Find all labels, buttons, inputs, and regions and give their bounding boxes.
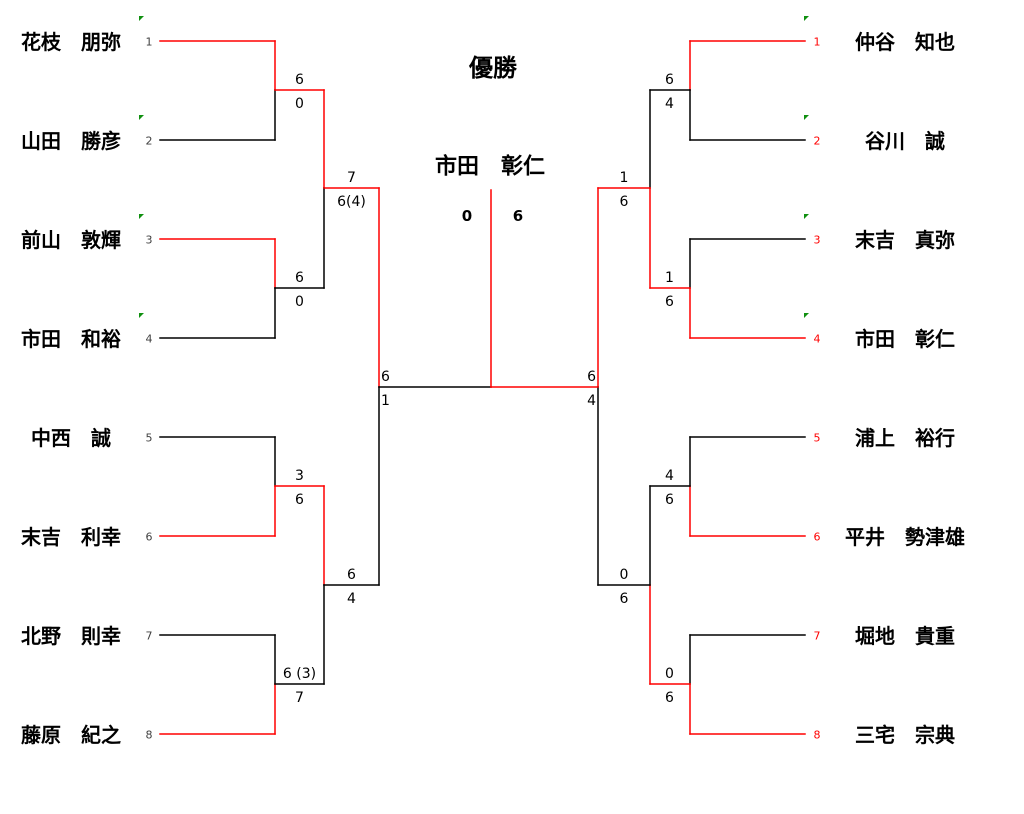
left-player-name-1: 花枝 朋弥 — [21, 30, 121, 54]
left-semifinal-top-score: 6 — [381, 369, 390, 385]
left-r2-match-1-top-score: 7 — [347, 170, 356, 186]
left-r1-match-4-top-score: 6 (3) — [283, 666, 316, 682]
right-r2-match-1-bottom-score: 6 — [620, 194, 629, 210]
left-seed-number-4: 4 — [146, 333, 153, 346]
right-r1-match-3-bottom-score: 6 — [665, 492, 674, 508]
right-seed-number-1: 1 — [814, 36, 821, 49]
right-r2-match-2-top-score: 0 — [620, 567, 629, 583]
right-seed-number-6: 6 — [814, 531, 821, 544]
left-player-name-3: 前山 敦輝 — [21, 228, 121, 252]
right-player-name-8: 三宅 宗典 — [855, 723, 955, 747]
right-seed-number-8: 8 — [814, 729, 821, 742]
left-r1-match-1-bottom-score: 0 — [295, 96, 304, 112]
left-r2-match-2-top-score: 6 — [347, 567, 356, 583]
left-seed-number-8: 8 — [146, 729, 153, 742]
left-player-name-4: 市田 和裕 — [21, 327, 121, 351]
left-seed-number-7: 7 — [146, 630, 153, 643]
left-seed-number-1: 1 — [146, 36, 153, 49]
left-player-name-5: 中西 誠 — [31, 426, 111, 450]
right-player-name-4: 市田 彰仁 — [855, 327, 955, 351]
right-seed-number-4: 4 — [814, 333, 821, 346]
right-semifinal-bottom-score: 4 — [587, 393, 596, 409]
right-r1-match-3-top-score: 4 — [665, 468, 674, 484]
left-r1-match-4-bottom-score: 7 — [295, 690, 304, 706]
right-seed-number-7: 7 — [814, 630, 821, 643]
left-seed-number-2: 2 — [146, 135, 153, 148]
right-cell-marker-icon-4 — [804, 313, 809, 318]
left-r2-match-2-bottom-score: 4 — [347, 591, 356, 607]
right-player-name-2: 谷川 誠 — [865, 129, 945, 153]
right-r2-match-2-bottom-score: 6 — [620, 591, 629, 607]
right-seed-number-2: 2 — [814, 135, 821, 148]
left-player-name-7: 北野 則幸 — [21, 624, 121, 648]
champion-name: 市田 彰仁 — [435, 154, 545, 180]
champion-heading: 優勝 — [468, 54, 518, 82]
left-r1-match-3-bottom-score: 6 — [295, 492, 304, 508]
left-cell-marker-icon-2 — [139, 115, 144, 120]
left-player-name-6: 末吉 利幸 — [21, 525, 121, 549]
final-left-score: 0 — [462, 207, 472, 225]
left-r1-match-3-top-score: 3 — [295, 468, 304, 484]
right-r1-match-2-top-score: 1 — [665, 270, 674, 286]
left-seed-number-3: 3 — [146, 234, 153, 247]
right-r1-match-4-top-score: 0 — [665, 666, 674, 682]
right-semifinal-top-score: 6 — [587, 369, 596, 385]
right-r1-match-1-bottom-score: 4 — [665, 96, 674, 112]
right-cell-marker-icon-2 — [804, 115, 809, 120]
left-player-name-8: 藤原 紀之 — [20, 723, 121, 747]
left-seed-number-6: 6 — [146, 531, 153, 544]
right-player-name-3: 末吉 真弥 — [855, 228, 955, 252]
left-seed-number-5: 5 — [146, 432, 153, 445]
left-player-name-2: 山田 勝彦 — [21, 129, 121, 153]
left-r2-match-1-bottom-score: 6(4) — [337, 194, 366, 210]
right-player-name-1: 仲谷 知也 — [855, 30, 955, 54]
right-r2-match-1-top-score: 1 — [620, 170, 629, 186]
left-r1-match-2-top-score: 6 — [295, 270, 304, 286]
left-cell-marker-icon-3 — [139, 214, 144, 219]
left-r1-match-2-bottom-score: 0 — [295, 294, 304, 310]
final-right-score: 6 — [513, 207, 523, 225]
right-r1-match-4-bottom-score: 6 — [665, 690, 674, 706]
right-player-name-5: 浦上 裕行 — [855, 426, 955, 450]
right-seed-number-3: 3 — [814, 234, 821, 247]
right-cell-marker-icon-3 — [804, 214, 809, 219]
left-cell-marker-icon-4 — [139, 313, 144, 318]
right-r1-match-1-top-score: 6 — [665, 72, 674, 88]
right-cell-marker-icon-1 — [804, 16, 809, 21]
right-r1-match-2-bottom-score: 6 — [665, 294, 674, 310]
right-player-name-6: 平井 勢津雄 — [845, 525, 965, 549]
left-r1-match-1-top-score: 6 — [295, 72, 304, 88]
left-cell-marker-icon-1 — [139, 16, 144, 21]
left-semifinal-bottom-score: 1 — [381, 393, 390, 409]
right-seed-number-5: 5 — [814, 432, 821, 445]
right-player-name-7: 堀地 貴重 — [855, 624, 955, 648]
